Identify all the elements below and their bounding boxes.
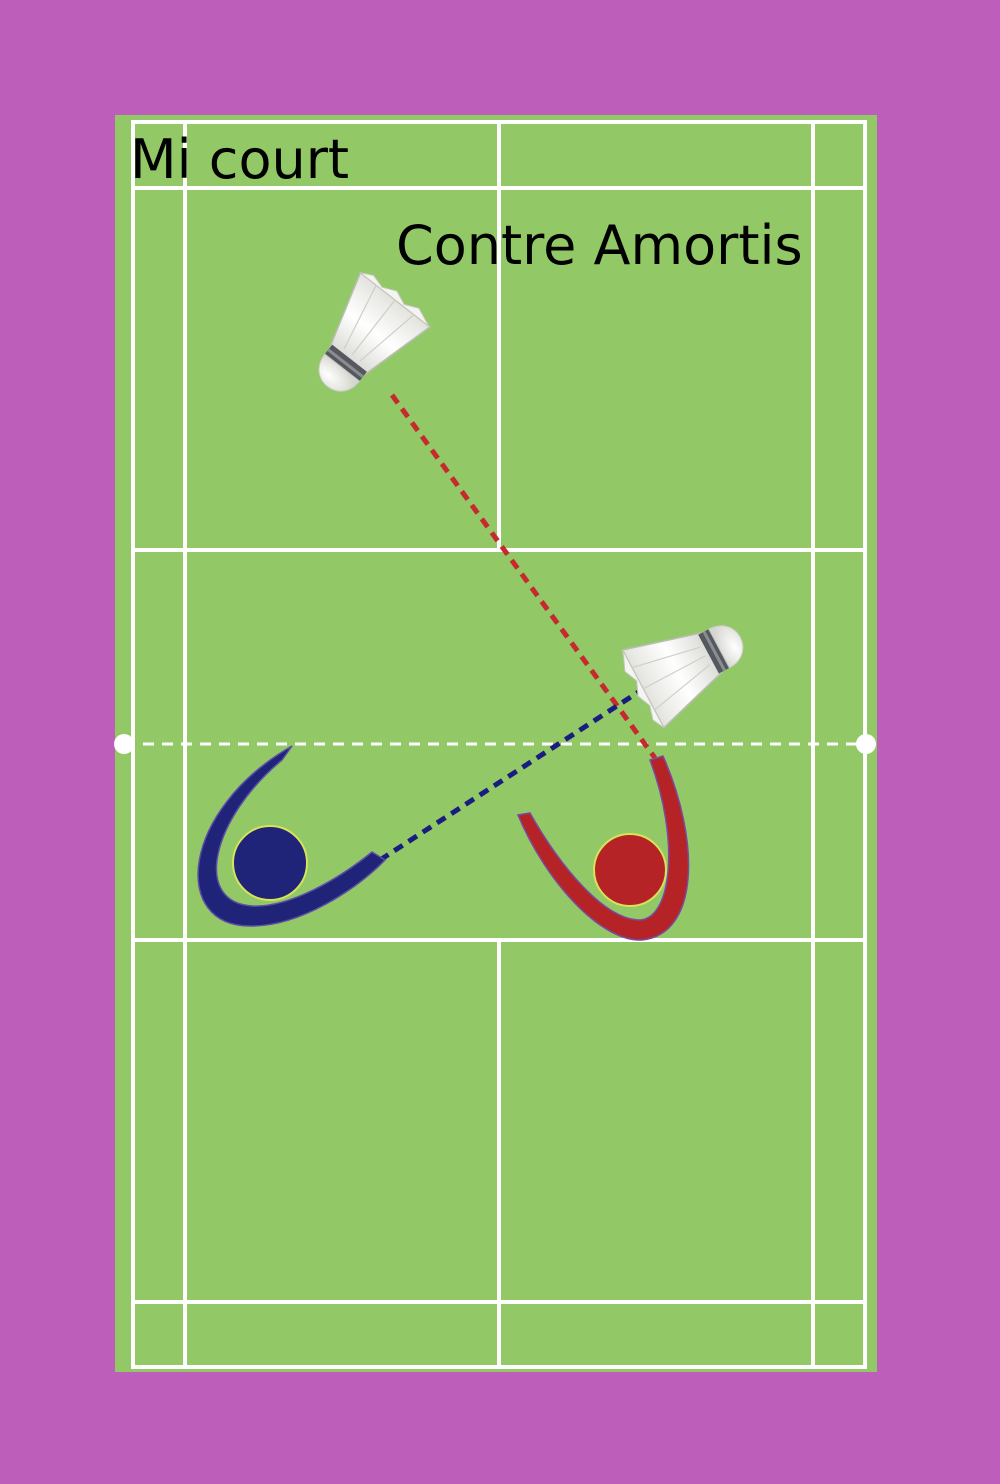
- blue-shot-path: [378, 675, 662, 863]
- page-title: Mi court: [130, 128, 349, 191]
- blue-player-arm: [197, 745, 387, 927]
- player-icon: [197, 745, 387, 927]
- blue-player-head: [232, 825, 308, 901]
- red-player-head: [593, 833, 667, 907]
- red-player-arm: [516, 755, 690, 941]
- player-icon: [516, 755, 690, 941]
- net-post-left: [114, 734, 134, 754]
- page-subtitle: Contre Amortis: [396, 214, 803, 277]
- net-post-right: [856, 734, 876, 754]
- shuttlecock-icon: [621, 625, 744, 729]
- shuttlecock-icon: [318, 271, 432, 392]
- red-shot-path: [389, 393, 658, 760]
